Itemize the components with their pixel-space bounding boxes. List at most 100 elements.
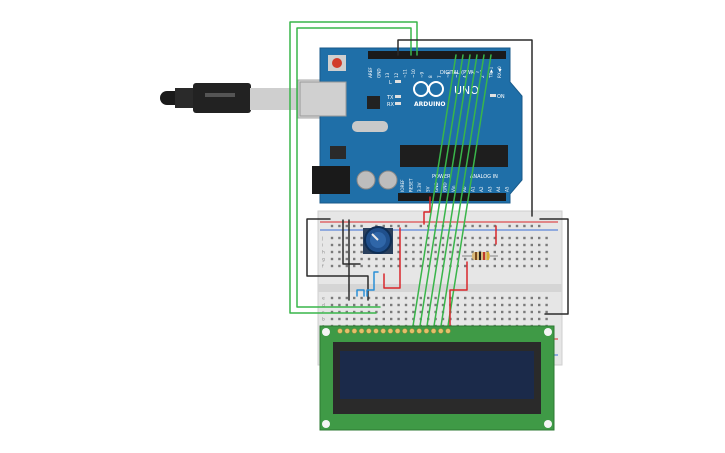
breadboard-hole <box>382 310 385 314</box>
breadboard-hole <box>390 264 393 268</box>
breadboard-hole <box>501 257 504 261</box>
breadboard-hole <box>530 310 533 314</box>
breadboard-hole <box>456 250 459 254</box>
breadboard-hole <box>338 317 341 321</box>
breadboard-hole <box>434 296 437 300</box>
breadboard-hole <box>471 296 474 300</box>
breadboard-hole <box>515 243 519 247</box>
resistor-icon <box>462 252 498 260</box>
breadboard-hole <box>515 303 519 307</box>
breadboard-hole <box>523 236 526 240</box>
digital-pin-label: ~6 <box>445 71 450 78</box>
breadboard-hole <box>427 250 430 254</box>
digital-pin-label: 7 <box>437 75 442 78</box>
breadboard-hole <box>434 236 437 240</box>
wire-black-v1 <box>342 219 361 265</box>
breadboard-hole <box>530 250 533 254</box>
breadboard-hole <box>390 310 393 314</box>
breadboard-hole <box>353 303 356 307</box>
breadboard-hole <box>353 236 356 240</box>
lcd-pin <box>337 328 343 334</box>
digital-pin-label: ~10 <box>411 69 416 78</box>
breadboard-hole <box>493 317 496 321</box>
breadboard-hole <box>434 250 437 254</box>
wire-green-1 <box>289 21 418 314</box>
breadboard-hole <box>508 243 511 247</box>
power-pin-label: GND <box>443 182 448 192</box>
breadboard-hole <box>538 236 541 240</box>
breadboard-hole <box>456 257 459 261</box>
breadboard-hole <box>360 303 363 307</box>
analog-pin-label: A3 <box>488 186 493 192</box>
wire-red-lcd <box>449 261 468 327</box>
breadboard-hole <box>545 257 548 261</box>
power-pin-label: Vin <box>451 185 456 192</box>
power-pin-label: 3.3V <box>417 182 422 192</box>
lcd-display <box>319 325 555 431</box>
breadboard-hole <box>375 310 378 314</box>
lcd-pin <box>445 328 451 334</box>
digital-pin-label: GND <box>377 68 382 78</box>
rail-hole <box>523 224 526 228</box>
breadboard-hole <box>375 257 378 261</box>
power-header-label: POWER <box>432 174 451 180</box>
breadboard-hole <box>345 250 348 254</box>
rail-hole <box>478 224 482 228</box>
wire-red-5v <box>423 196 431 225</box>
breadboard-hole <box>367 264 371 268</box>
breadboard-hole <box>478 243 482 247</box>
breadboard-hole <box>427 296 430 300</box>
breadboard-hole <box>523 296 526 300</box>
breadboard-hole <box>397 250 400 254</box>
breadboard-hole <box>545 250 548 254</box>
breadboard-hole <box>471 236 474 240</box>
rail-hole <box>538 224 541 228</box>
rail-hole <box>338 224 341 228</box>
lcd-pin <box>351 328 358 334</box>
rail-hole <box>530 224 533 228</box>
analog-pin-label: A5 <box>505 186 510 192</box>
arduino-model: UNO <box>454 84 479 97</box>
breadboard-hole <box>530 257 533 261</box>
led-on-label: ON <box>497 94 505 100</box>
breadboard-hole <box>530 243 533 247</box>
rail-hole <box>419 224 422 228</box>
breadboard-hole <box>338 264 341 268</box>
wire-red-pot <box>383 227 401 289</box>
wire-green-2 <box>296 27 412 308</box>
breadboard-hole <box>360 310 363 314</box>
breadboard-hole <box>530 236 533 240</box>
breadboard-hole <box>493 236 496 240</box>
breadboard-hole <box>353 250 356 254</box>
breadboard-hole <box>412 264 415 268</box>
breadboard-hole <box>338 296 341 300</box>
digital-pin-label: 8 <box>428 75 433 78</box>
breadboard-hole <box>360 317 363 321</box>
potentiometer-icon <box>363 226 393 254</box>
wire-black-right <box>539 218 569 315</box>
breadboard-hole <box>464 296 467 300</box>
breadboard-hole <box>545 296 548 300</box>
lcd-pin <box>430 328 437 334</box>
breadboard-hole <box>345 264 348 268</box>
breadboard-hole <box>449 243 452 247</box>
breadboard-hole <box>330 250 334 254</box>
breadboard-hole <box>427 310 430 314</box>
breadboard-hole <box>367 303 371 307</box>
led-l-label: L <box>389 80 392 86</box>
breadboard-hole <box>345 303 348 307</box>
lcd-pin <box>344 328 350 334</box>
lcd-pin <box>380 328 386 334</box>
breadboard-hole <box>360 296 363 300</box>
power-pin-label: 5V <box>426 186 431 192</box>
breadboard-hole <box>523 317 526 321</box>
breadboard-hole <box>471 264 474 268</box>
breadboard-hole <box>397 243 400 247</box>
breadboard-hole <box>478 236 482 240</box>
breadboard-hole <box>338 236 341 240</box>
breadboard-hole <box>360 257 363 261</box>
analog-pin-label: A4 <box>496 186 501 192</box>
breadboard-hole <box>501 310 504 314</box>
